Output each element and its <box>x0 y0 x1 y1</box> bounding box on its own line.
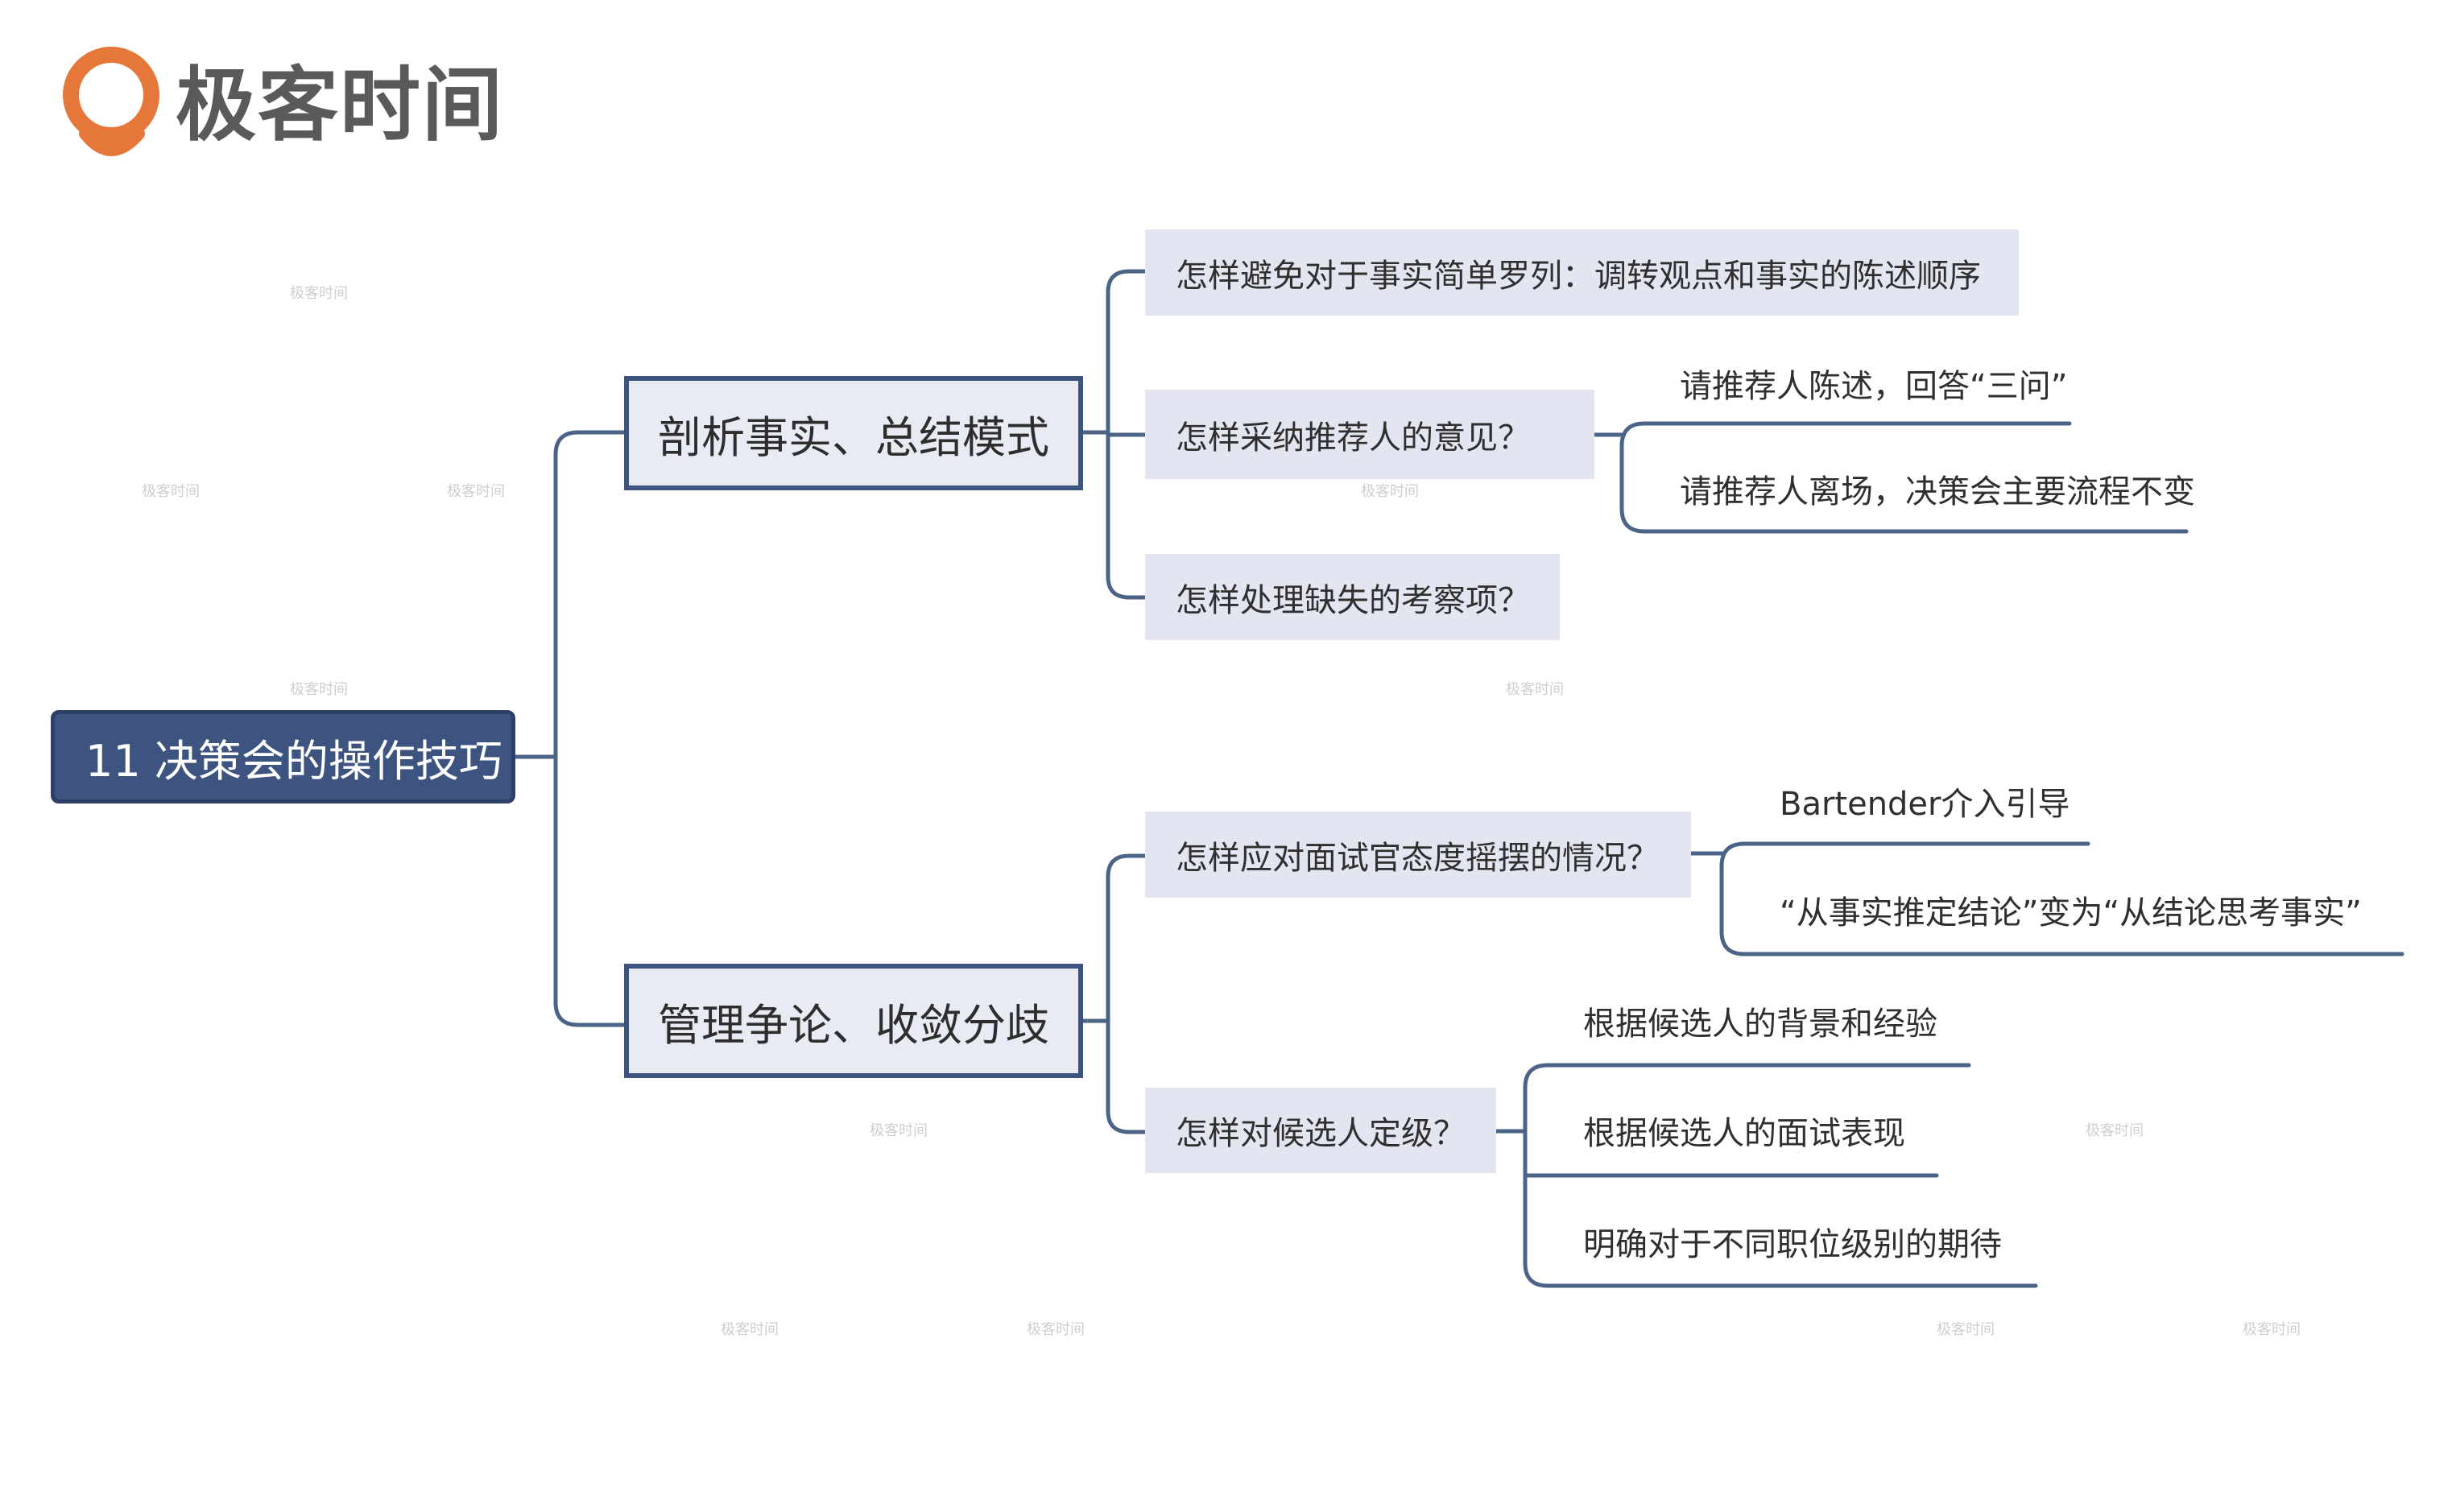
sub-node[interactable]: 怎样采纳推荐人的意见？ <box>1145 390 1594 479</box>
watermark: 极客时间 <box>2243 1321 2301 1338</box>
watermark: 极客时间 <box>1937 1321 1995 1338</box>
leaf-node[interactable]: 根据候选人的面试表现 <box>1583 1115 1905 1152</box>
leaf-node[interactable]: 请推荐人陈述，回答“三问” <box>1680 368 2068 405</box>
sub-node[interactable]: 怎样避免对于事实简单罗列：调转观点和事实的陈述顺序 <box>1145 229 2019 316</box>
branch-node[interactable]: 管理争论、收敛分歧 <box>624 964 1083 1078</box>
root-node[interactable]: 11 决策会的操作技巧 <box>51 710 515 804</box>
connector <box>1619 421 2189 534</box>
leaf-node[interactable]: 根据候选人的背景和经验 <box>1583 1006 1937 1043</box>
connector <box>1106 853 1147 1134</box>
watermark: 极客时间 <box>290 681 348 698</box>
sub-node[interactable]: 怎样应对面试官态度摇摆的情况？ <box>1145 812 1691 898</box>
brand-logo: 极客时间 <box>61 45 504 166</box>
watermark: 极客时间 <box>721 1321 779 1338</box>
watermark: 极客时间 <box>1027 1321 1085 1338</box>
watermark: 极客时间 <box>870 1122 928 1139</box>
sub-node[interactable]: 怎样处理缺失的考察项？ <box>1145 554 1560 640</box>
leaf-node[interactable]: 请推荐人离场，决策会主要流程不变 <box>1680 473 2195 510</box>
watermark: 极客时间 <box>142 483 200 500</box>
connector <box>1719 841 2404 956</box>
watermark: 极客时间 <box>1506 681 1564 698</box>
watermark: 极客时间 <box>1361 483 1419 500</box>
watermark: 极客时间 <box>290 285 348 302</box>
leaf-node[interactable]: Bartender介入引导 <box>1780 786 2070 823</box>
connector <box>553 430 626 1027</box>
brand-name: 极客时间 <box>176 58 504 152</box>
leaf-node[interactable]: 明确对于不同职位级别的期待 <box>1583 1226 2002 1263</box>
watermark: 极客时间 <box>447 483 505 500</box>
connector <box>1106 269 1147 600</box>
geektime-logo-icon <box>63 47 159 156</box>
sub-node[interactable]: 怎样对候选人定级？ <box>1145 1088 1496 1173</box>
leaf-node[interactable]: “从事实推定结论”变为“从结论思考事实” <box>1780 894 2362 932</box>
watermark: 极客时间 <box>2086 1122 2144 1139</box>
branch-node[interactable]: 剖析事实、总结模式 <box>624 376 1083 490</box>
